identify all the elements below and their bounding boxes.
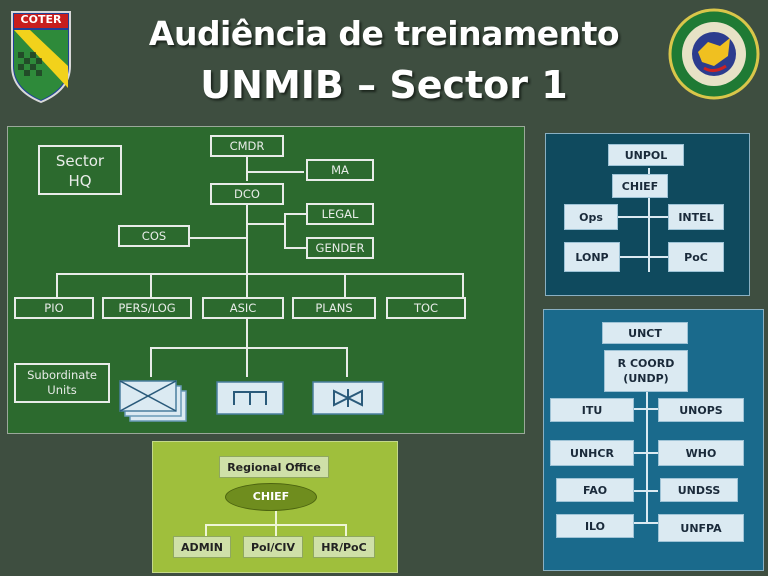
legal-box: LEGAL <box>306 203 374 225</box>
unct-panel: UNCT R COORD (UNDP) ITU UNOPS UNHCR WHO … <box>543 309 764 571</box>
infantry-units-symbol <box>118 377 190 425</box>
title-line-1: Audiência de treinamento <box>148 14 620 53</box>
signal-unit-symbol <box>312 381 384 415</box>
brazilian-army-seal <box>668 8 760 100</box>
subordinate-units-label: Subordinate Units <box>14 363 110 403</box>
regional-admin: ADMIN <box>173 536 231 558</box>
gender-box: GENDER <box>306 237 374 259</box>
asic-box: ASIC <box>202 297 284 319</box>
unct-itu: ITU <box>550 398 634 422</box>
toc-box: TOC <box>386 297 466 319</box>
unct-unhcr: UNHCR <box>550 440 634 466</box>
unct-who: WHO <box>658 440 744 466</box>
plans-box: PLANS <box>292 297 376 319</box>
coter-logo-text: COTER <box>20 13 62 26</box>
unpol-panel: UNPOL CHIEF Ops INTEL LONP PoC <box>545 133 750 296</box>
sector-hq-title: Sector HQ <box>38 145 122 195</box>
unct-undss: UNDSS <box>660 478 738 502</box>
regional-hr-poc: HR/PoC <box>313 536 375 558</box>
unct-unops: UNOPS <box>658 398 744 422</box>
pio-box: PIO <box>14 297 94 319</box>
engineer-unit-symbol <box>216 381 284 415</box>
regional-office-panel: Regional Office CHIEF ADMIN Pol/CIV HR/P… <box>152 441 398 573</box>
unpol-ops: Ops <box>564 204 618 230</box>
unpol-lonp: LONP <box>564 242 620 272</box>
dco-box: DCO <box>210 183 284 205</box>
regional-chief-oval: CHIEF <box>225 483 317 511</box>
unpol-title: UNPOL <box>608 144 684 166</box>
unct-title: UNCT <box>602 322 688 344</box>
title-line-2: UNMIB – Sector 1 <box>200 63 568 107</box>
regional-pol-civ: Pol/CIV <box>243 536 303 558</box>
unct-fao: FAO <box>556 478 634 502</box>
unct-ilo: ILO <box>556 514 634 538</box>
sector-hq-panel: Sector HQ CMDR MA DCO LEGAL COS GENDER P… <box>7 126 525 434</box>
unpol-chief: CHIEF <box>612 174 668 198</box>
coter-logo: COTER <box>8 8 74 104</box>
unpol-intel: INTEL <box>668 204 724 230</box>
regional-office-title: Regional Office <box>219 456 329 478</box>
unpol-poc: PoC <box>668 242 724 272</box>
pers-log-box: PERS/LOG <box>102 297 192 319</box>
unct-rcoord: R COORD (UNDP) <box>604 350 688 392</box>
unct-unfpa: UNFPA <box>658 514 744 542</box>
cmdr-box: CMDR <box>210 135 284 157</box>
cos-box: COS <box>118 225 190 247</box>
ma-box: MA <box>306 159 374 181</box>
